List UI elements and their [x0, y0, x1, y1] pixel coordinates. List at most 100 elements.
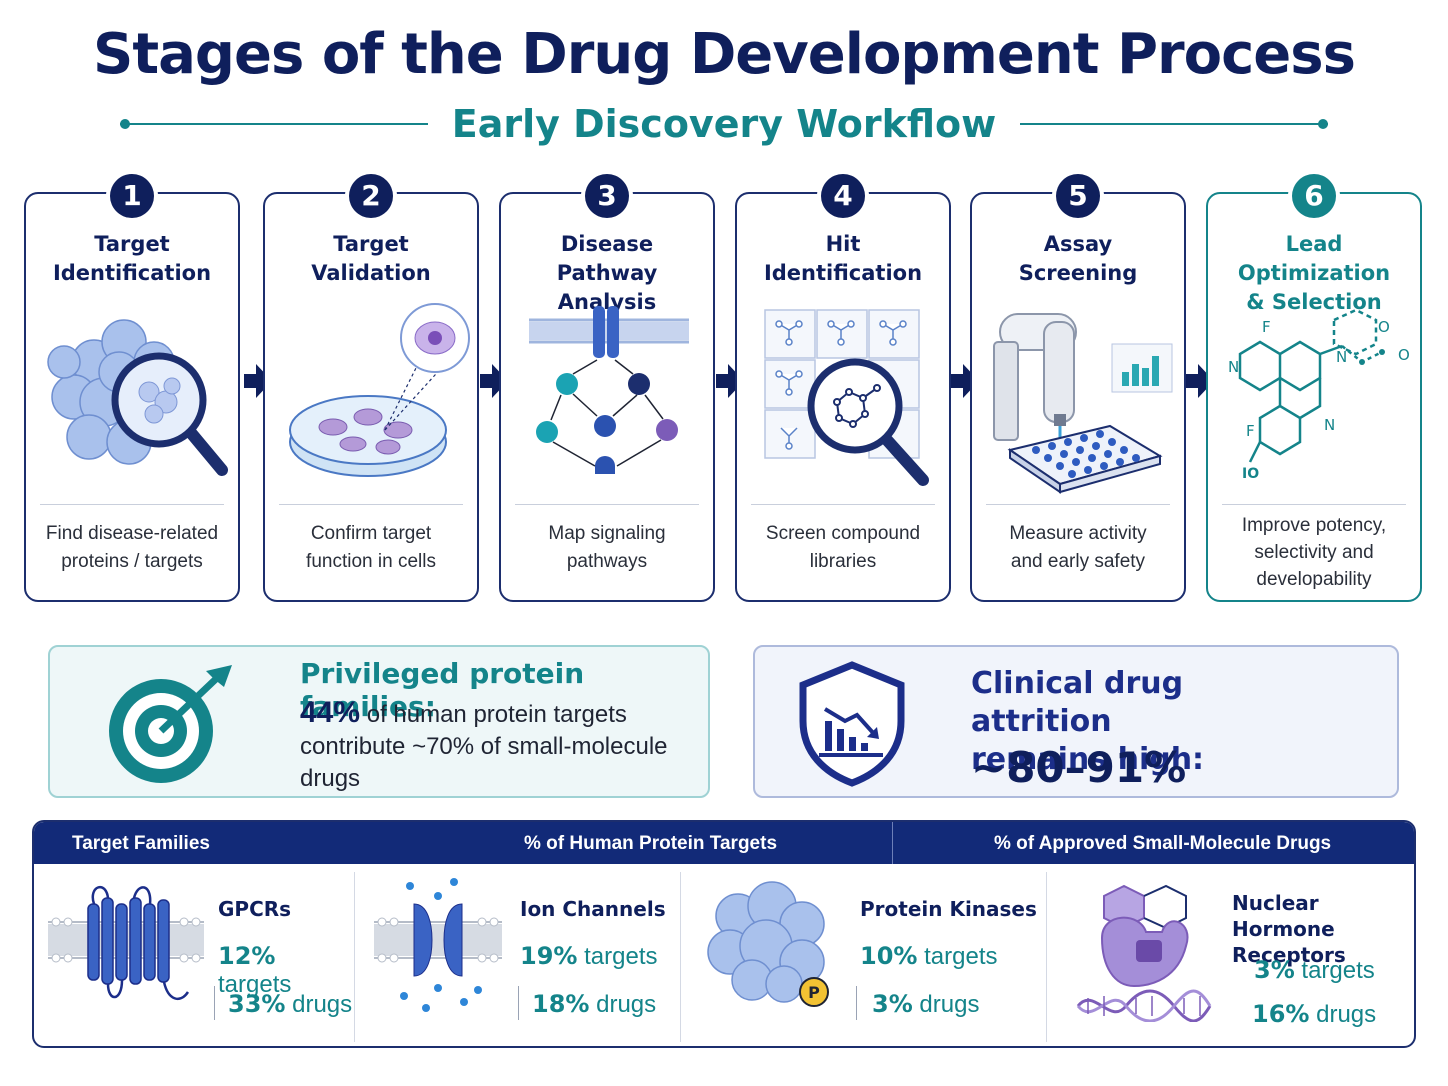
protein-magnifier-icon [47, 319, 228, 476]
header-target-families: Target Families [72, 833, 210, 854]
stage-number: 3 [585, 174, 629, 218]
page-title: Stages of the Drug Development Process [93, 22, 1356, 87]
compound-library-magnifier-icon [764, 309, 929, 486]
drugs-pct: 3% [872, 990, 913, 1018]
targets-word: targets [218, 971, 292, 998]
stage-hit-identification: 4 Hit Identification Screen compound lib… [735, 174, 951, 602]
lead-molecule-structure-icon: F N N N F O O IO [1228, 308, 1410, 482]
drugs-pct: 33% [228, 990, 286, 1018]
family-targets: 12% targets [218, 942, 354, 999]
stage-lead-optimization: 6 Lead Optimization & Selection F N N N … [1206, 174, 1422, 602]
stage-title: Target Validation [311, 232, 431, 285]
target-bullseye-icon [109, 665, 232, 783]
targets-pct: 10% [860, 942, 918, 970]
nuclear-receptor-dna-icon [1076, 884, 1212, 1022]
family-ion-channels: Ion Channels 19% targets 18% drugs [354, 872, 680, 1042]
arrow-right-icon [716, 364, 744, 398]
drugs-word: drugs [285, 991, 353, 1018]
phospho-label: P [808, 983, 820, 1002]
stage-assay-screening: 5 Assay Screening Measure activity and e… [970, 174, 1186, 602]
family-drugs: 3% drugs [872, 990, 979, 1019]
privileged-pct: 44% [300, 696, 361, 729]
stage-description: Map signaling pathways [548, 523, 666, 572]
drugs-word: drugs [912, 991, 980, 1018]
subtitle-line-right [1020, 119, 1328, 129]
family-targets: 3% targets [1254, 956, 1375, 985]
stage-title: Disease Pathway Analysis [556, 232, 658, 314]
family-protein-kinases: P Protein Kinases 10% targets 3% drugs [680, 872, 1046, 1042]
privileged-body: 44% of human protein targets contribute … [300, 697, 700, 795]
kinase-protein-icon: P [707, 881, 829, 1007]
attrition-heading: Clinical drug attrition remains high: [971, 666, 1205, 777]
targets-pct: 19% [520, 942, 578, 970]
atom-o2-label: O [1398, 346, 1410, 364]
arrow-right-icon [480, 364, 508, 398]
privileged-heading: Privileged protein families: [300, 657, 585, 723]
family-name: Protein Kinases [860, 897, 1037, 921]
stage-description: Improve potency, selectivity and develop… [1241, 515, 1387, 590]
family-drugs: 18% drugs [532, 990, 656, 1019]
stage-description: Find disease-related proteins / targets [45, 523, 219, 572]
stage-number: 1 [110, 174, 154, 218]
stage-number: 4 [821, 174, 865, 218]
atom-ho-label: IO [1242, 466, 1259, 482]
arrow-right-icon [244, 364, 272, 398]
family-name: Nuclear Hormone Receptors [1232, 891, 1346, 967]
atom-f1-label: F [1262, 318, 1271, 336]
stage-title: Lead Optimization & Selection [1237, 232, 1391, 314]
family-drugs: 33% drugs [228, 990, 352, 1019]
robotic-assay-plate-icon [993, 313, 1173, 494]
subtitle-row: Early Discovery Workflow [120, 100, 1328, 148]
stage-description: Screen compound libraries [765, 523, 921, 572]
family-nuclear-hormone-receptors: Nuclear Hormone Receptors 3% targets 16%… [1046, 872, 1414, 1042]
family-targets: 10% targets [860, 942, 998, 971]
gpcr-membrane-icon [48, 885, 204, 1001]
stage-description: Confirm target function in cells [306, 523, 436, 572]
targets-word: targets [917, 943, 998, 970]
stage-target-validation: 2 Target Validation Confirm target funct… [263, 174, 479, 602]
table-header: Target Families % of Human Protein Targe… [34, 822, 1414, 864]
privileged-text: of human protein targets contribute ~70%… [300, 701, 668, 792]
signaling-pathway-icon [529, 306, 689, 474]
drugs-pct: 16% [1252, 1000, 1310, 1028]
stage-disease-pathway-analysis: 3 Disease Pathway Analysis Map signaling… [499, 174, 715, 602]
atom-f2-label: F [1246, 422, 1255, 440]
attrition-value: ~80–91% [971, 743, 1187, 792]
stage-number: 5 [1056, 174, 1100, 218]
attrition-callout: Clinical drug attrition remains high: ~8… [753, 645, 1399, 798]
atom-n3-label: N [1324, 416, 1335, 434]
arrow-right-icon [1186, 364, 1214, 398]
stage-target-identification: 1 Target Identification Find disease-rel… [24, 174, 240, 602]
stage-title: Hit Identification [763, 232, 923, 285]
shield-chart-icon [799, 661, 905, 787]
targets-word: targets [577, 943, 658, 970]
privileged-families-callout: Privileged protein families: 44% of huma… [48, 645, 710, 798]
stage-title: Assay Screening [1018, 232, 1138, 285]
header-pct-targets: % of Human Protein Targets [524, 833, 778, 854]
family-name: Ion Channels [520, 897, 666, 921]
family-name: GPCRs [218, 897, 292, 921]
drugs-word: drugs [1309, 1001, 1377, 1028]
atom-o1-label: O [1378, 318, 1390, 336]
atom-n2-label: N [1336, 348, 1347, 366]
targets-pct: 12% [218, 942, 276, 970]
target-families-table: Target Families % of Human Protein Targe… [32, 820, 1416, 1048]
family-drugs: 16% drugs [1252, 1000, 1376, 1029]
subtitle-line-left [120, 119, 428, 129]
drugs-word: drugs [589, 991, 657, 1018]
ion-channel-icon [374, 878, 502, 1012]
page-subtitle: Early Discovery Workflow [451, 102, 997, 146]
stage-description: Measure activity and early safety [1009, 523, 1147, 572]
petri-dish-icon [289, 303, 470, 477]
targets-pct: 3% [1254, 956, 1295, 984]
stage-number: 6 [1292, 174, 1336, 218]
arrow-right-icon [951, 364, 979, 398]
header-pct-drugs: % of Approved Small-Molecule Drugs [994, 833, 1332, 854]
drugs-pct: 18% [532, 990, 590, 1018]
stage-number: 2 [349, 174, 393, 218]
family-targets: 19% targets [520, 942, 658, 971]
stage-title: Target Identification [52, 232, 212, 285]
targets-word: targets [1294, 957, 1375, 984]
atom-n1-label: N [1228, 358, 1239, 376]
family-gpcrs: GPCRs 12% targets 33% drugs [34, 872, 354, 1042]
